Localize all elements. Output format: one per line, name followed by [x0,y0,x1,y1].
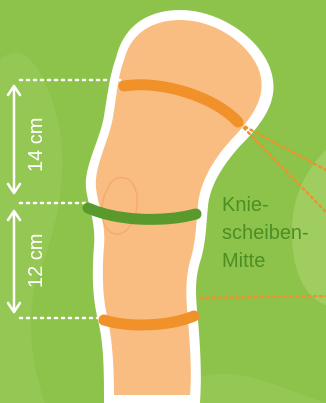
kneecap-label-line-1: Knie- [222,191,309,219]
upper-measurement-label: 14 cm [26,118,46,172]
kneecap-label-line-3: Mitte [222,247,309,275]
background-silhouette-left [0,52,62,403]
upper-band-leader [240,124,326,170]
lower-measurement-label: 12 cm [26,234,46,288]
lower-band-leader [200,296,326,298]
kneecap-center-label: Knie- scheiben- Mitte [222,191,309,275]
kneecap-label-line-2: scheiben- [222,219,309,247]
